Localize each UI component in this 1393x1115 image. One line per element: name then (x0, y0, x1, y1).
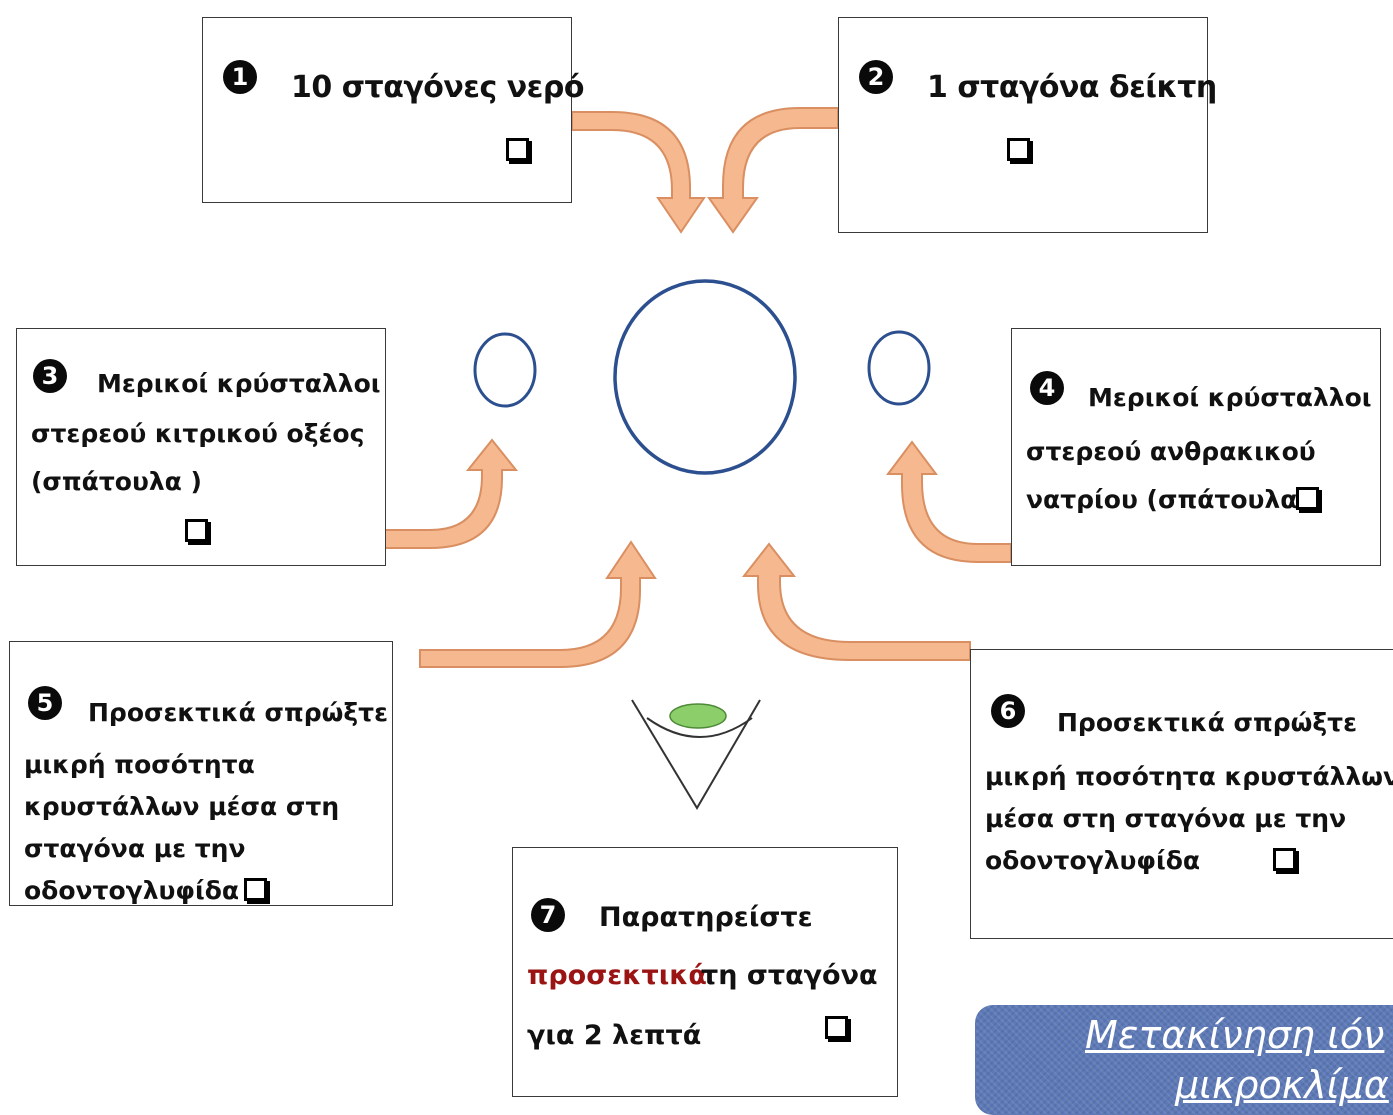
step-7-checkbox[interactable] (825, 1016, 848, 1039)
arrow-step-6 (741, 542, 971, 661)
step-3-line-3: (σπάτουλα ) (31, 467, 202, 496)
step-6-checkbox[interactable] (1273, 848, 1296, 871)
right-drop-circle (867, 330, 931, 406)
step-3-checkbox[interactable] (185, 519, 208, 542)
arrow-step-1 (571, 111, 706, 234)
step-4-line-1: Μερικοί κρύσταλλοι (1088, 383, 1372, 412)
eye-icon (631, 699, 761, 810)
step-4-checkbox[interactable] (1296, 487, 1319, 510)
step-5-checkbox[interactable] (244, 878, 267, 901)
banner-line-2: μικροκλίμα (1175, 1063, 1389, 1107)
banner-line-1: Μετακίνηση ιόν (1085, 1013, 1385, 1057)
step-3-number: 3 (33, 359, 67, 393)
step-7-line-2: τη σταγόνα (701, 960, 878, 991)
step-1-checkbox[interactable] (506, 138, 529, 161)
step-7-number: 7 (531, 898, 565, 932)
step-7-emphasis: προσεκτικά (527, 960, 707, 991)
left-drop-circle (473, 332, 537, 408)
arrow-step-3 (384, 438, 519, 549)
step-5-number: 5 (28, 686, 62, 720)
arrow-step-5 (419, 540, 657, 668)
step-4-number: 4 (1030, 371, 1064, 405)
arrow-step-2 (707, 107, 839, 234)
step-4-box: 4 Μερικοί κρύσταλλοι στερεού ανθρακικού … (1011, 328, 1381, 566)
step-6-box: 6 Προσεκτικά σπρώξτε μικρή ποσότητα κρυσ… (970, 649, 1393, 939)
topic-banner: Μετακίνηση ιόν μικροκλίμα (975, 1005, 1393, 1115)
step-5-line-3: κρυστάλλων μέσα στη (24, 792, 340, 821)
step-1-number: 1 (223, 60, 257, 94)
step-7-line-3: για 2 λεπτά (527, 1020, 702, 1051)
step-4-line-3: νατρίου (σπάτουλα ) (1026, 485, 1318, 514)
step-6-line-1: Προσεκτικά σπρώξτε (1057, 708, 1357, 737)
step-5-line-5: οδοντογλυφίδα (24, 876, 240, 905)
step-5-box: 5 Προσεκτικά σπρώξτε μικρή ποσότητα κρυσ… (9, 641, 393, 906)
step-7-line-1: Παρατηρείστε (599, 902, 813, 933)
step-2-box: 2 1 σταγόνα δείκτη (838, 17, 1217, 233)
step-2-text: 1 σταγόνα δείκτη (927, 70, 1217, 105)
step-1-box: 1 10 σταγόνες νερό (202, 17, 584, 203)
main-drop-circle (613, 279, 797, 475)
step-6-line-2: μικρή ποσότητα κρυστάλλων (985, 762, 1393, 791)
step-7-box: 7 Παρατηρείστε προσεκτικά τη σταγόνα για… (512, 847, 898, 1097)
step-5-line-4: σταγόνα με την (24, 834, 246, 863)
step-3-line-1: Μερικοί κρύσταλλοι (97, 369, 381, 398)
step-6-line-4: οδοντογλυφίδα (985, 846, 1201, 875)
step-5-line-1: Προσεκτικά σπρώξτε (88, 698, 388, 727)
step-1-text: 10 σταγόνες νερό (291, 70, 584, 105)
step-6-line-3: μέσα στη σταγόνα με την (985, 804, 1347, 833)
step-3-line-2: στερεού κιτρικού οξέος (31, 419, 365, 448)
step-2-checkbox[interactable] (1007, 138, 1030, 161)
step-4-line-2: στερεού ανθρακικού (1026, 437, 1316, 466)
step-6-number: 6 (991, 694, 1025, 728)
step-3-box: 3 Μερικοί κρύσταλλοι στερεού κιτρικού οξ… (16, 328, 386, 566)
arrow-step-4 (886, 440, 1012, 563)
step-5-line-2: μικρή ποσότητα (24, 750, 255, 779)
step-2-number: 2 (859, 60, 893, 94)
